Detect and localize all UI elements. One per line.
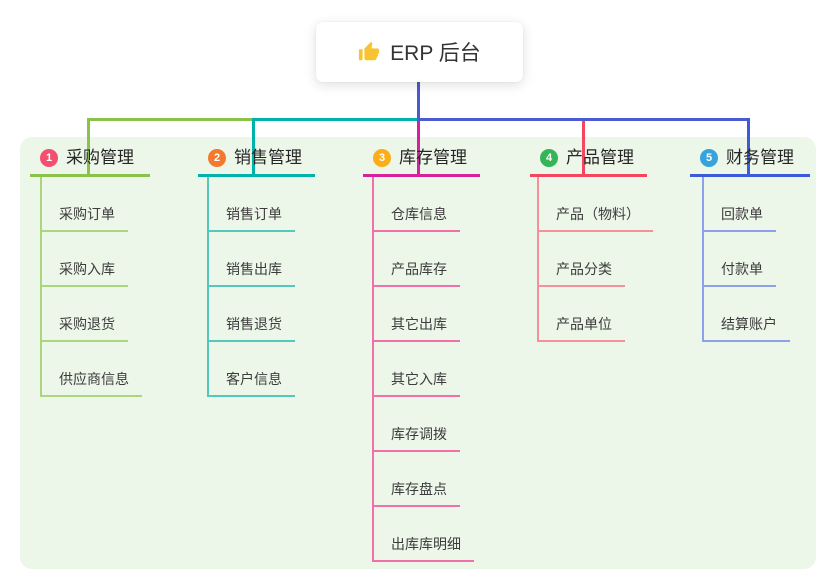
branch-drop-1 <box>87 118 90 177</box>
warehouse-info-node[interactable]: 仓库信息 <box>374 177 460 232</box>
trunk-line-teal <box>252 118 418 121</box>
branch-number-badge: 1 <box>40 149 58 167</box>
supplier-info-node[interactable]: 供应商信息 <box>42 342 142 397</box>
branch-title-purchase[interactable]: 1 采购管理 <box>30 147 150 177</box>
branch-number-badge: 4 <box>540 149 558 167</box>
branch-title-inventory[interactable]: 3 库存管理 <box>363 147 480 177</box>
branch-inventory: 3 库存管理 仓库信息 产品库存 其它出库 其它入库 库存调拨 库存盘点 出库库… <box>363 147 480 562</box>
branch-drop-2 <box>252 118 255 177</box>
branch-label: 采购管理 <box>66 148 134 167</box>
stock-count-node[interactable]: 库存盘点 <box>374 452 460 507</box>
branch-label: 销售管理 <box>234 148 302 167</box>
branch-drop-5 <box>747 118 750 177</box>
trunk-line-blue <box>417 118 750 121</box>
other-inbound-node[interactable]: 其它入库 <box>374 342 460 397</box>
branch-purchase: 1 采购管理 采购订单 采购入库 采购退货 供应商信息 <box>30 147 150 397</box>
branch-items: 采购订单 采购入库 采购退货 供应商信息 <box>40 177 142 397</box>
branch-product: 4 产品管理 产品（物料） 产品分类 产品单位 <box>530 147 653 342</box>
outbound-detail-node[interactable]: 出库库明细 <box>374 507 474 562</box>
branch-number-badge: 2 <box>208 149 226 167</box>
product-unit-node[interactable]: 产品单位 <box>539 287 625 342</box>
branch-title-finance[interactable]: 5 财务管理 <box>690 147 810 177</box>
other-outbound-node[interactable]: 其它出库 <box>374 287 460 342</box>
branches-background-panel <box>20 137 816 569</box>
sales-outbound-node[interactable]: 销售出库 <box>209 232 295 287</box>
settlement-account-node[interactable]: 结算账户 <box>704 287 790 342</box>
thumb-up-icon <box>358 41 380 63</box>
branch-number-badge: 3 <box>373 149 391 167</box>
branch-drop-4 <box>582 121 585 177</box>
purchase-inbound-node[interactable]: 采购入库 <box>42 232 128 287</box>
root-node[interactable]: ERP 后台 <box>316 22 523 82</box>
stock-transfer-node[interactable]: 库存调拨 <box>374 397 460 452</box>
branch-label: 库存管理 <box>399 148 467 167</box>
branch-label: 财务管理 <box>726 148 794 167</box>
branch-label: 产品管理 <box>566 148 634 167</box>
branch-drop-3 <box>417 121 420 177</box>
receipt-order-node[interactable]: 回款单 <box>704 177 776 232</box>
product-category-node[interactable]: 产品分类 <box>539 232 625 287</box>
branch-items: 仓库信息 产品库存 其它出库 其它入库 库存调拨 库存盘点 出库库明细 <box>372 177 474 562</box>
root-node-label: ERP 后台 <box>390 42 481 65</box>
purchase-return-node[interactable]: 采购退货 <box>42 287 128 342</box>
payment-order-node[interactable]: 付款单 <box>704 232 776 287</box>
branch-number-badge: 5 <box>700 149 718 167</box>
customer-info-node[interactable]: 客户信息 <box>209 342 295 397</box>
root-connector-line <box>417 82 420 121</box>
product-stock-node[interactable]: 产品库存 <box>374 232 460 287</box>
branch-items: 回款单 付款单 结算账户 <box>702 177 790 342</box>
branch-items: 产品（物料） 产品分类 产品单位 <box>537 177 653 342</box>
sales-return-node[interactable]: 销售退货 <box>209 287 295 342</box>
branch-title-product[interactable]: 4 产品管理 <box>530 147 647 177</box>
sales-order-node[interactable]: 销售订单 <box>209 177 295 232</box>
branch-sales: 2 销售管理 销售订单 销售出库 销售退货 客户信息 <box>198 147 315 397</box>
branch-items: 销售订单 销售出库 销售退货 客户信息 <box>207 177 295 397</box>
branch-finance: 5 财务管理 回款单 付款单 结算账户 <box>690 147 810 342</box>
trunk-line-green <box>87 118 254 121</box>
branch-title-sales[interactable]: 2 销售管理 <box>198 147 315 177</box>
product-material-node[interactable]: 产品（物料） <box>539 177 653 232</box>
purchase-order-node[interactable]: 采购订单 <box>42 177 128 232</box>
